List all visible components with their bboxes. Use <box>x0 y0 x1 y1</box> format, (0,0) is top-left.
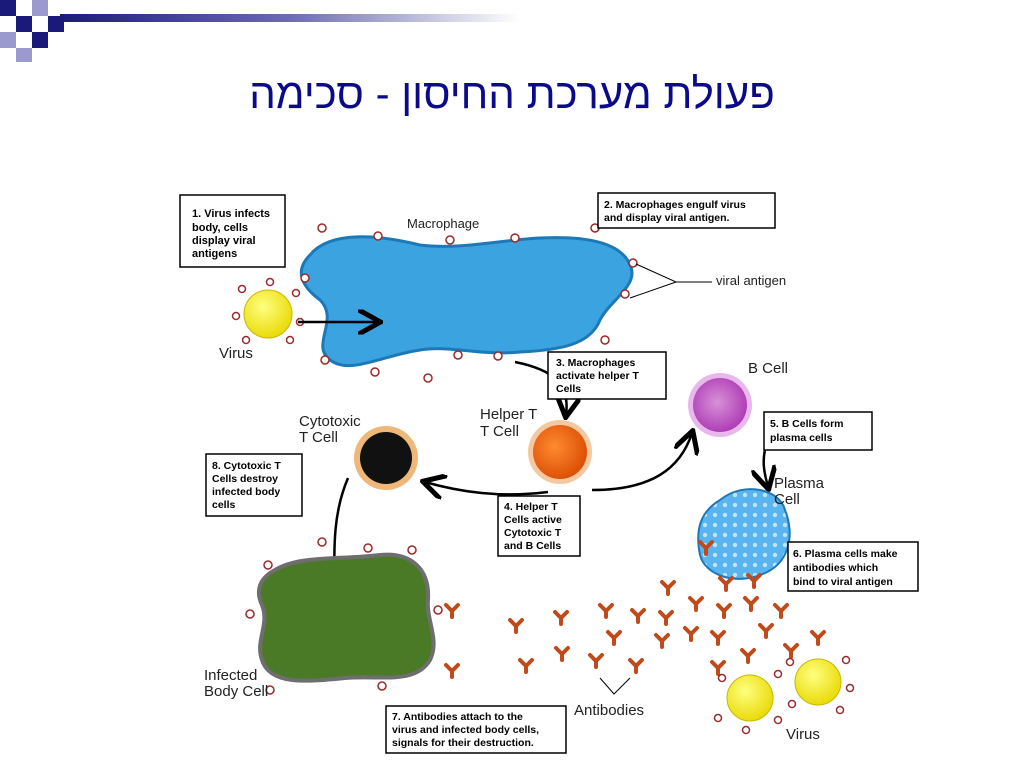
antibodies-label: Antibodies <box>574 702 644 719</box>
infected-cell-antigens <box>245 537 443 695</box>
infected-label-2: Body Cell <box>204 683 268 700</box>
cytotoxic-label-1: Cytotoxic <box>299 413 361 430</box>
infected-body-cell <box>256 552 436 683</box>
plasma-label-1: Plasma <box>774 475 825 492</box>
helper-t-cell <box>528 420 592 484</box>
virus-left <box>231 277 305 345</box>
cytotoxic-label-2: T Cell <box>299 429 338 446</box>
virus-right-1 <box>713 669 783 735</box>
plasma-label-2: Cell <box>774 491 800 508</box>
antibodies-pointer <box>599 677 631 695</box>
viral-antigen-label: viral antigen <box>716 273 786 288</box>
helper-t-label-2: T Cell <box>480 423 519 440</box>
antibodies-cluster <box>444 540 826 679</box>
infected-label-1: Infected <box>204 667 257 684</box>
virus-right-label: Virus <box>786 726 820 743</box>
virus-right-2 <box>785 655 855 715</box>
helper-t-label-1: Helper T <box>480 406 537 423</box>
arrow-helper-to-bcell <box>591 433 692 492</box>
slide-title: פעולת מערכת החיסון - סכימה <box>249 70 775 117</box>
corner-decoration <box>0 0 520 62</box>
cytotoxic-t-cell <box>354 426 418 490</box>
macrophage-cell <box>299 235 634 368</box>
virus-left-label: Virus <box>219 345 253 362</box>
b-cell-label: B Cell <box>748 360 788 377</box>
viral-antigen-pointer <box>629 263 712 299</box>
macrophage-label: Macrophage <box>407 216 479 231</box>
macrophage-antigens <box>300 223 638 383</box>
b-cell <box>688 373 752 437</box>
arrow-helper-to-cytotoxic <box>425 482 549 494</box>
